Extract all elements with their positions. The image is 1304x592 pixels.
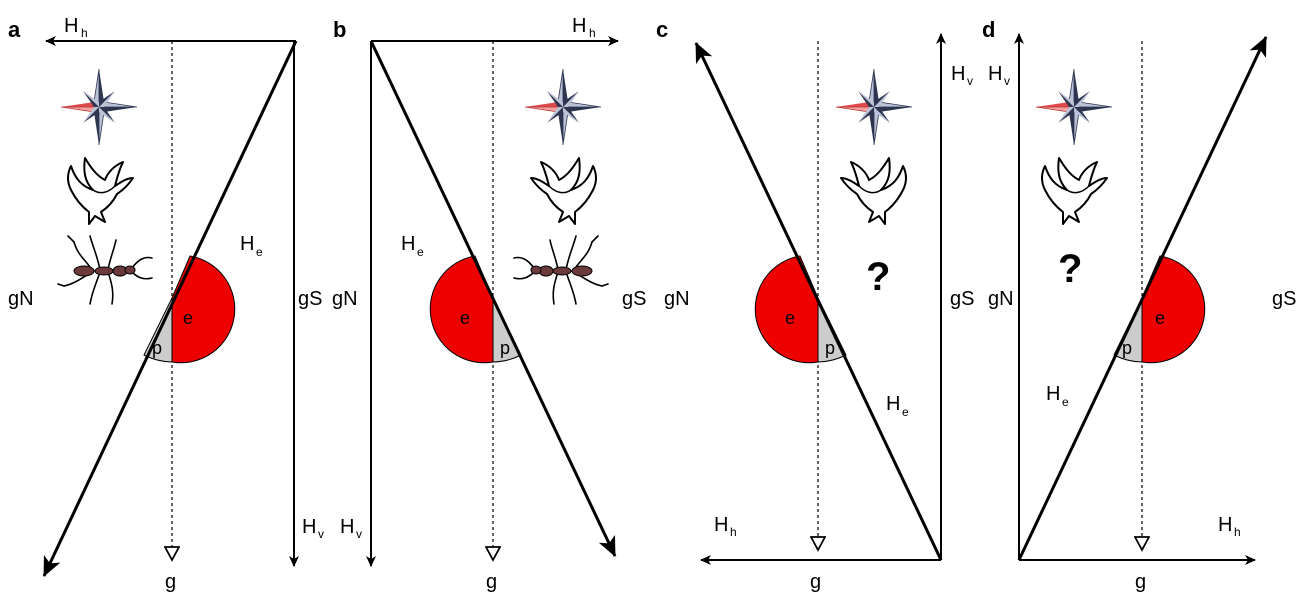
geographic-south-label: gS: [298, 288, 322, 310]
inclination-angle-label: e: [785, 308, 795, 328]
dove-icon: [840, 157, 907, 225]
horizontal-component-subscript: h: [730, 525, 737, 539]
total-field-arrow: [694, 42, 943, 561]
polar-angle-label: p: [825, 338, 835, 358]
vertical-component-subscript: v: [356, 527, 362, 541]
vertical-component-subscript: v: [1004, 74, 1010, 88]
total-field-subscript: e: [1062, 395, 1069, 409]
panel-d: d H h H v g e p H e ? gN gS: [982, 17, 1296, 592]
horizontal-component-subscript: h: [1234, 525, 1241, 539]
horizontal-component-subscript: h: [81, 26, 88, 40]
vertical-component-label: H: [988, 63, 1002, 85]
total-field-arrow: [369, 40, 617, 557]
inclination-angle-label: e: [1155, 308, 1165, 328]
compass-rose-icon: [524, 68, 602, 146]
compass-rose-icon: [1035, 68, 1113, 146]
total-field-subscript: e: [902, 405, 909, 419]
inclination-angle-label: e: [460, 308, 470, 328]
dove-icon: [67, 157, 134, 225]
geographic-north-label: gN: [8, 288, 34, 310]
dove-icon: [530, 157, 597, 225]
geographic-north-label: gN: [988, 288, 1014, 310]
panel-letter-a: a: [8, 17, 21, 42]
vertical-component-subscript: v: [967, 74, 973, 88]
horizontal-component-label: H: [1218, 514, 1232, 536]
polar-angle-label: p: [152, 338, 162, 358]
question-mark: ?: [1058, 247, 1082, 291]
inclination-angle-sector: [429, 255, 494, 364]
panel-letter-d: d: [982, 17, 995, 42]
vertical-component-subscript: v: [318, 527, 324, 541]
ant-icon: [57, 235, 153, 305]
question-mark: ?: [866, 255, 890, 299]
horizontal-component-label: H: [714, 514, 728, 536]
compass-rose-icon: [835, 68, 913, 146]
geographic-south-label: gS: [950, 288, 974, 310]
compass-rose-icon: [60, 68, 138, 146]
gravity-label: g: [486, 571, 497, 592]
ant-icon: [513, 235, 609, 305]
dove-icon: [1041, 157, 1108, 225]
total-field-label: H: [1046, 383, 1060, 405]
total-field-label: H: [401, 233, 415, 255]
geographic-south-label: gS: [622, 288, 646, 310]
geographic-north-label: gN: [664, 288, 690, 310]
panel-a: a H h H v g e p H e gN gS: [8, 15, 324, 592]
vertical-component-label: H: [302, 516, 316, 538]
total-field-label: H: [240, 233, 254, 255]
inclination-angle-sector: [754, 255, 819, 364]
inclination-angle-sector: [1141, 255, 1206, 364]
total-field-arrow: [1017, 36, 1268, 561]
panel-c: c H h H v g e p H e ? gN gS: [656, 17, 974, 592]
panel-b: b H h H v g e p H e gN gS: [332, 15, 646, 592]
inclination-angle-label: e: [183, 308, 193, 328]
geographic-north-label: gN: [332, 288, 358, 310]
polar-angle-label: p: [1122, 338, 1132, 358]
gravity-label: g: [810, 571, 821, 592]
gravity-label: g: [1135, 571, 1146, 592]
horizontal-component-label: H: [64, 15, 78, 37]
inclination-angle-sector: [171, 255, 236, 364]
vertical-component-label: H: [340, 516, 354, 538]
geographic-south-label: gS: [1272, 288, 1296, 310]
horizontal-component-subscript: h: [589, 26, 596, 40]
total-field-arrow: [42, 40, 298, 577]
total-field-label: H: [886, 393, 900, 415]
panel-letter-b: b: [333, 17, 346, 42]
total-field-subscript: e: [256, 245, 263, 259]
panel-letter-c: c: [656, 17, 668, 42]
horizontal-component-label: H: [572, 15, 586, 37]
total-field-subscript: e: [417, 245, 424, 259]
polar-angle-label: p: [500, 338, 510, 358]
vertical-component-label: H: [951, 63, 965, 85]
gravity-label: g: [165, 571, 176, 592]
